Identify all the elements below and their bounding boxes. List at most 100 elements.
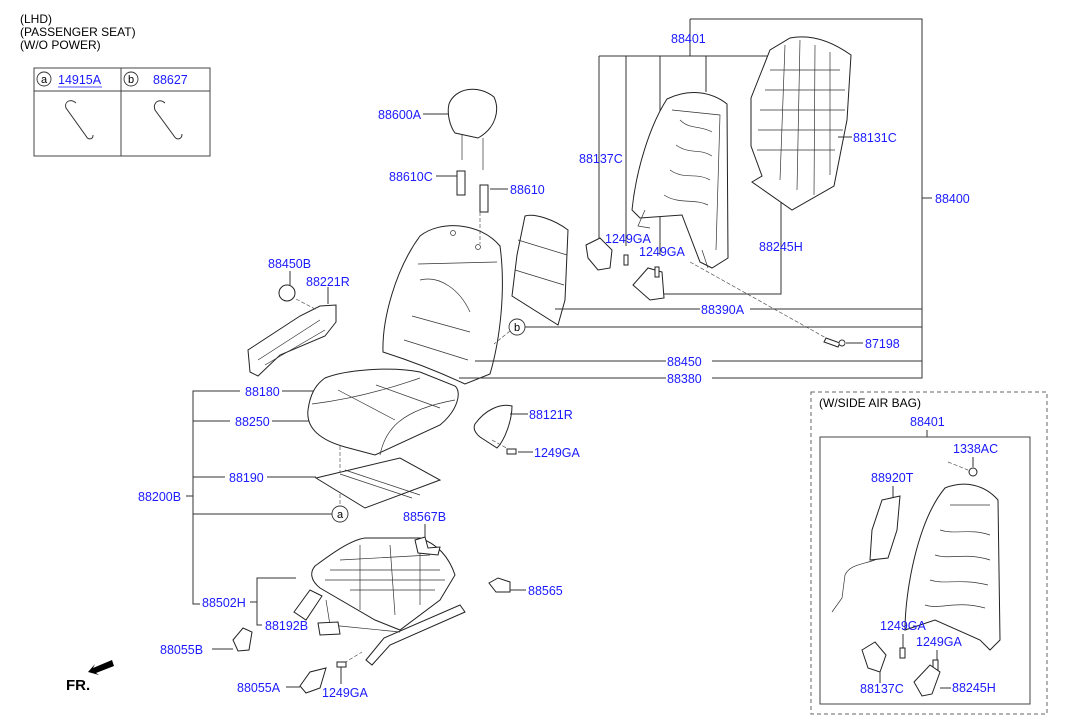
cover-88055b-part	[232, 627, 253, 652]
callout-88221R[interactable]: 88221R	[306, 275, 350, 289]
callout-88600A[interactable]: 88600A	[378, 108, 422, 122]
callout-88401[interactable]: 88401	[671, 32, 706, 46]
side-shield-88221r-part	[247, 304, 337, 377]
leader-87198-dashed	[689, 261, 836, 344]
callout-88610C[interactable]: 88610C	[389, 170, 433, 184]
callout-88192B[interactable]: 88192B	[265, 619, 308, 633]
clip-88567b-part	[414, 536, 441, 556]
nut-1338ac-part	[968, 467, 978, 477]
callout-inset-88245H[interactable]: 88245H	[952, 681, 996, 695]
bolt-1249ga-part	[654, 266, 660, 278]
legend-marker-a	[36, 71, 52, 87]
legend-marker-b	[123, 71, 139, 87]
inset-hinge-cover-88137c-part	[861, 641, 887, 673]
callout-88390A[interactable]: 88390A	[701, 303, 745, 317]
seatback-cushion-part	[382, 225, 503, 385]
callout-88450B[interactable]: 88450B	[268, 257, 311, 271]
headrest-group: 88600A 88610C 88610	[378, 88, 545, 213]
airbag-harness-part	[831, 559, 876, 613]
callout-1249GA-upper-2[interactable]: 1249GA	[639, 245, 686, 259]
seat-cushion-88180-part	[307, 368, 459, 456]
clip-88565-part	[488, 577, 511, 593]
callout-inset-1338AC[interactable]: 1338AC	[953, 442, 998, 456]
seatback-cushion-group: 88390A b 87198 88450 88380	[382, 212, 922, 386]
callout-88565[interactable]: 88565	[528, 584, 563, 598]
callout-88055B[interactable]: 88055B	[160, 643, 203, 657]
bolt-1249ga-part	[899, 647, 906, 659]
seatback-frame-part	[631, 92, 729, 269]
callout-88610[interactable]: 88610	[510, 183, 545, 197]
callout-88200B[interactable]: 88200B	[138, 490, 181, 504]
legend-marker-a-text: a	[41, 74, 48, 86]
leader-88200b-bracket	[192, 390, 240, 605]
legend-part-14915A[interactable]: 14915A	[58, 73, 102, 87]
headrest-guide-88610c-part	[456, 170, 466, 196]
inset-seatback-frame-part	[904, 483, 1001, 651]
headrest-guide-88610-part	[479, 184, 489, 213]
marker-a-text: a	[337, 509, 344, 521]
callout-88502H[interactable]: 88502H	[202, 596, 246, 610]
front-label: FR.	[66, 677, 90, 694]
headrest-part	[447, 88, 498, 139]
airbag-module-88920t-part	[869, 495, 901, 561]
callout-1249GA-track[interactable]: 1249GA	[322, 686, 369, 700]
side-airbag-inset: (W/SIDE AIR BAG) 88401 1338AC 88920T 124…	[810, 391, 1048, 715]
callout-88450[interactable]: 88450	[667, 355, 702, 369]
bolt-1249ga-part	[506, 448, 517, 455]
seat-track-group: 88502H 88192B 88567B 88565 88055B 88055A…	[160, 510, 563, 700]
seat-track-front-left-part	[293, 589, 323, 621]
cover-88055a-part	[299, 667, 327, 694]
callout-inset-1249GA-2[interactable]: 1249GA	[916, 635, 963, 649]
callout-88137C[interactable]: 88137C	[579, 152, 623, 166]
callout-inset-88137C[interactable]: 88137C	[860, 682, 904, 696]
front-direction-indicator: FR.	[66, 660, 114, 694]
callout-1249GA-cushion[interactable]: 1249GA	[534, 446, 581, 460]
seatback-board-part	[750, 36, 852, 211]
legend-marker-b-text: b	[128, 74, 134, 86]
callout-88190[interactable]: 88190	[229, 471, 264, 485]
side-shield-group: 88450B 88221R	[247, 257, 350, 377]
callout-88400[interactable]: 88400	[935, 192, 970, 206]
bolt-1249ga-part	[623, 254, 629, 266]
hinge-cover-88137c-part	[585, 237, 613, 271]
seat-pad-88190-part	[314, 457, 442, 509]
callout-88180[interactable]: 88180	[245, 385, 280, 399]
leader-88502h-bracket	[256, 577, 296, 626]
callout-87198[interactable]: 87198	[865, 337, 900, 351]
callout-88131C[interactable]: 88131C	[853, 131, 897, 145]
header-note-lhd: (LHD)	[20, 12, 52, 26]
callout-88245H[interactable]: 88245H	[759, 240, 803, 254]
marker-a	[331, 505, 349, 523]
callout-88567B[interactable]: 88567B	[403, 510, 446, 524]
wire-clip-14915a-icon	[65, 100, 94, 140]
wire-clip-88627-icon	[153, 100, 183, 140]
seat-track-right-rail-part	[365, 604, 466, 666]
marker-b	[508, 318, 526, 336]
lever-88192b-part	[317, 621, 341, 636]
side-airbag-inset-title: (W/SIDE AIR BAG)	[819, 396, 921, 410]
callout-88380[interactable]: 88380	[667, 372, 702, 386]
callout-inset-88401[interactable]: 88401	[910, 415, 945, 429]
callout-1249GA-upper-1[interactable]: 1249GA	[605, 232, 652, 246]
bolt-1249ga-part	[336, 661, 347, 668]
cover-88121r-group: 88121R 1249GA	[473, 404, 581, 460]
recliner-knob-88450b-part	[278, 284, 296, 302]
header-note-passenger-seat: (PASSENGER SEAT)	[20, 25, 136, 39]
callout-inset-1249GA-1[interactable]: 1249GA	[880, 619, 927, 633]
legend-table: a 14915A b 88627	[33, 67, 211, 157]
callout-inset-88920T[interactable]: 88920T	[871, 471, 914, 485]
seatback-frame-group: 88400 88401 88137C 1249GA 1249GA 88245H …	[462, 18, 970, 379]
callout-88121R[interactable]: 88121R	[529, 408, 573, 422]
header-note-wo-power: (W/O POWER)	[20, 38, 101, 52]
front-arrow-icon	[88, 660, 114, 675]
callout-88250[interactable]: 88250	[235, 415, 270, 429]
legend-table-border	[33, 67, 211, 157]
seat-frame-88502h-part	[311, 537, 456, 631]
marker-b-text: b	[514, 322, 520, 334]
legend-part-88627[interactable]: 88627	[153, 73, 188, 87]
callout-88055A[interactable]: 88055A	[237, 681, 281, 695]
side-airbag-inset-frame	[819, 436, 1031, 705]
seat-cushion-group: 88200B 88180 88250 88190 a	[138, 368, 459, 605]
inset-hinge-cover-88245h-part	[913, 664, 941, 697]
